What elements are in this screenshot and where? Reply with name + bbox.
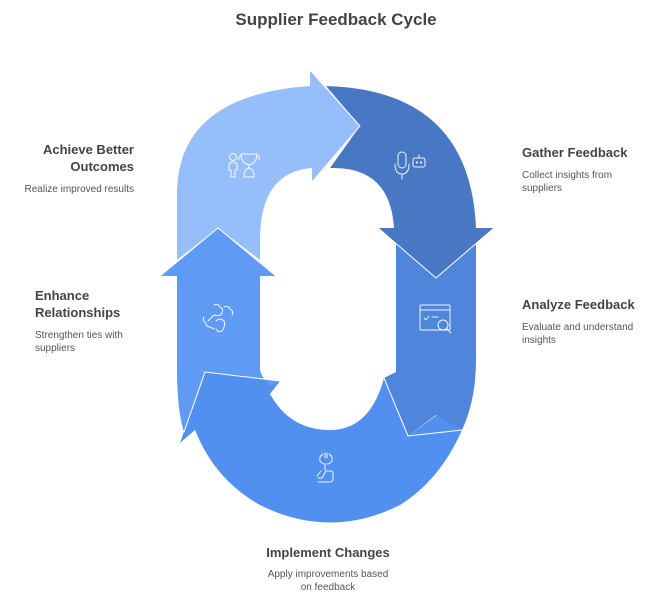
segment-gather	[326, 86, 494, 278]
step-implement-heading: Implement Changes	[266, 545, 390, 560]
diagram-title: Supplier Feedback Cycle	[235, 10, 437, 29]
segment-achieve	[177, 70, 360, 260]
segment-analyze	[384, 240, 476, 436]
person-trophy-icon	[228, 153, 260, 178]
browser-search-icon	[419, 304, 452, 334]
step-gather-heading: Gather Feedback	[522, 145, 628, 160]
step-analyze-label: Analyze Feedback Evaluate and understand…	[522, 296, 667, 347]
handshake-icon	[202, 303, 234, 333]
step-analyze-heading: Analyze Feedback	[522, 297, 635, 312]
microphone-bot-icon	[394, 151, 426, 180]
step-achieve-description: Realize improved results	[24, 184, 135, 195]
segment-enhance	[160, 228, 280, 432]
step-implement-label: Implement Changes Apply improvements bas…	[236, 544, 420, 594]
segment-implement	[180, 372, 462, 523]
wrench-thumbs-up-icon	[316, 452, 334, 483]
